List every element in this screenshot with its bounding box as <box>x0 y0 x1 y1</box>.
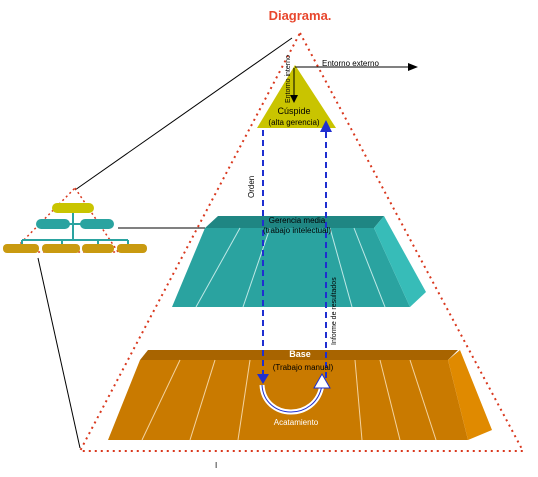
informe-resultados-label: Informe de resultados <box>331 277 338 345</box>
mini-org-node-base-4 <box>117 244 147 253</box>
acatamiento-label: Acatamiento <box>274 418 319 427</box>
middle-level <box>172 216 426 308</box>
orden-label: Orden <box>247 176 256 198</box>
mini-org-node-base-3 <box>82 244 114 253</box>
mini-org-node-top <box>52 203 94 213</box>
mini-org-chart <box>3 186 147 253</box>
orden-arrowhead <box>257 374 269 384</box>
base-level-side <box>448 350 492 440</box>
entorno-externo-label: Entorno externo <box>322 59 379 68</box>
informe-resultados-arrowhead <box>320 120 332 132</box>
middle-level-side <box>374 216 426 307</box>
mini-org-chart-lines <box>21 212 129 246</box>
pyramid-outline <box>78 30 525 452</box>
base-level <box>108 350 492 441</box>
mini-org-node-mid-right <box>80 219 114 229</box>
alta-gerencia-label: (alta gerencia) <box>268 118 319 127</box>
middle-level-stripes <box>195 227 386 308</box>
trabajo-intelectual-label: (trabajo intelectual) <box>263 226 331 235</box>
trabajo-manual-label: (Trabajo manual) <box>273 363 334 372</box>
connector-line-top <box>74 37 293 191</box>
acatamiento-arrowhead <box>313 372 331 389</box>
entorno-interno-arrowhead <box>290 95 298 103</box>
base-level-stripes <box>141 359 437 441</box>
diagram-title: Diagrama. <box>269 8 332 23</box>
middle-level-top <box>205 216 384 228</box>
footer-mark: I <box>215 461 217 470</box>
connector-line-bottom <box>37 257 81 449</box>
base-level-top <box>140 350 458 360</box>
mini-org-node-base-2 <box>42 244 80 253</box>
gerencia-media-label: Gerencia media <box>269 216 326 225</box>
base-level-front <box>108 360 468 440</box>
entorno-externo-arrowhead <box>408 63 418 71</box>
mini-org-node-mid-left <box>36 219 70 229</box>
base-label: Base <box>289 349 311 359</box>
cuspide-label: Cúspide <box>277 106 310 116</box>
mini-org-node-base-1 <box>3 244 39 253</box>
entorno-interno-label: Entorno interno <box>285 55 292 103</box>
acatamiento-curve-edge <box>261 384 323 413</box>
middle-level-front <box>172 228 410 307</box>
